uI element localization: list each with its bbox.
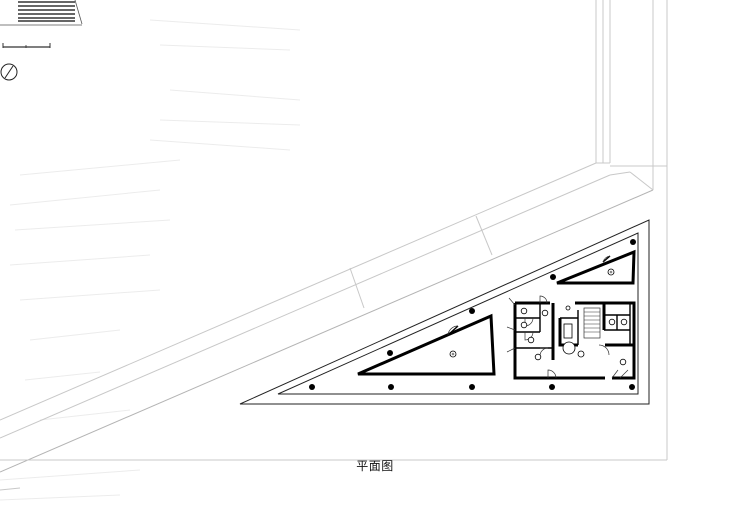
structural-columns: [309, 239, 636, 390]
ghost-sketch-lines: [0, 19, 301, 501]
light-well-upper-right: [556, 249, 636, 285]
drawing-caption: 平面图: [356, 459, 394, 473]
light-well-left: [357, 313, 496, 376]
core-rooms: [506, 295, 636, 380]
scale-bar: [2, 43, 51, 48]
site-boundary-lines: [0, 0, 668, 491]
north-arrow-icon: [0, 63, 18, 81]
legend-hatch-block: [0, 0, 83, 26]
level-markers: [449, 268, 615, 358]
building-outer-outline: [239, 219, 650, 405]
stair: [583, 307, 601, 339]
